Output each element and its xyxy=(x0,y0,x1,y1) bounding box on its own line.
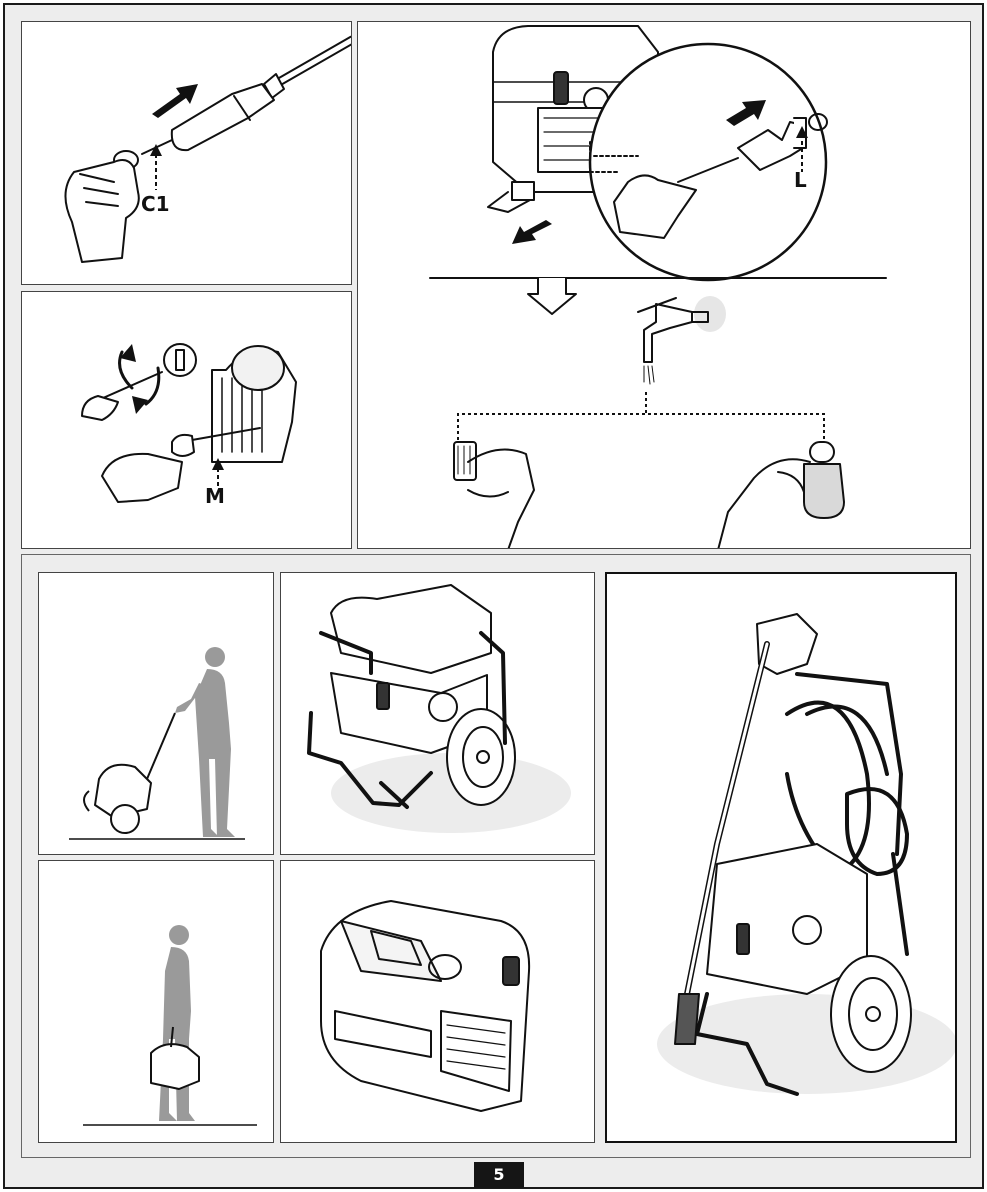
part-label-m: M xyxy=(205,484,225,508)
filter-removal-illustration xyxy=(358,22,971,549)
panel-assembled-unit xyxy=(605,572,957,1143)
part-label-l: L xyxy=(794,168,807,192)
pressure-washer-compact-illustration xyxy=(281,861,595,1143)
panel-tool-adjustment: M xyxy=(21,291,352,549)
pressure-washer-trolley-illustration xyxy=(281,573,595,855)
panel-push-trolley xyxy=(38,572,274,855)
pull-arrow-icon xyxy=(512,220,552,244)
panel-transport-storage xyxy=(21,554,971,1158)
manual-page: C1 xyxy=(3,3,984,1189)
panel-compact-unit xyxy=(280,860,595,1143)
person-carrying-unit-illustration xyxy=(39,861,274,1143)
panel-filter-removal: L xyxy=(357,21,971,549)
push-arrow-icon xyxy=(152,84,198,118)
pressure-washer-assembled-illustration xyxy=(607,574,957,1143)
nozzle-cleaning-illustration xyxy=(22,22,352,285)
panel-nozzle-cleaning: C1 xyxy=(21,21,352,285)
tool-adjustment-illustration xyxy=(22,292,352,549)
panel-carry-unit xyxy=(38,860,274,1143)
page-number: 5 xyxy=(474,1162,524,1188)
person-pushing-trolley-illustration xyxy=(39,573,274,855)
panel-trolley-unit xyxy=(280,572,595,855)
part-label-c1: C1 xyxy=(141,192,170,216)
